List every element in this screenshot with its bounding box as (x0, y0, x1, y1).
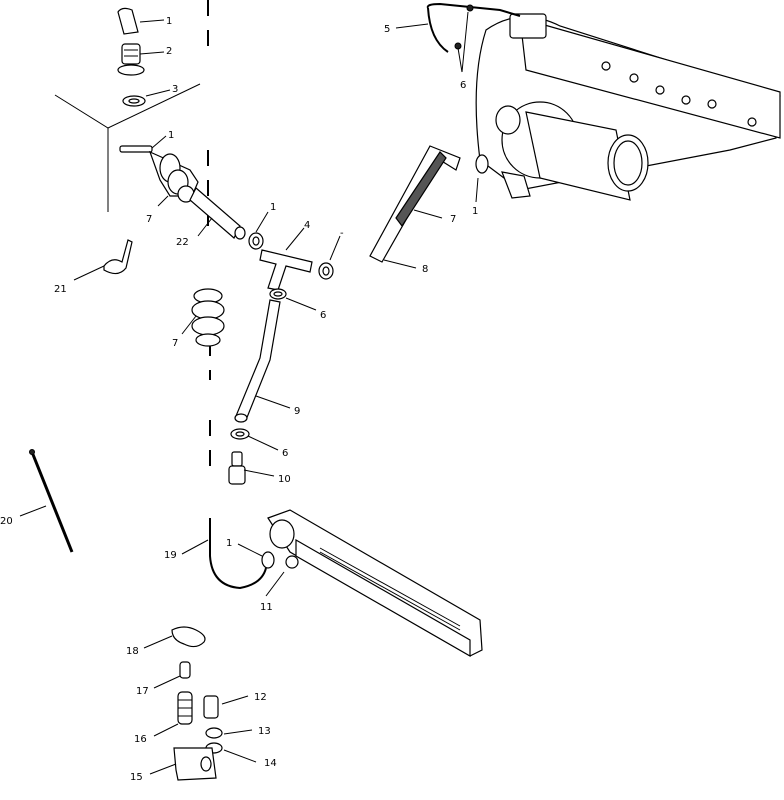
hose-19 (209, 518, 267, 590)
leader-lines (19, 11, 479, 775)
clamp-6a (269, 288, 287, 300)
gasket-18 (171, 626, 206, 648)
callout-6c: 6 (460, 80, 466, 91)
washer-13 (205, 727, 223, 739)
callout-3: 3 (172, 84, 178, 95)
callout-17: 17 (136, 686, 149, 697)
callout-16: 16 (134, 734, 147, 745)
callout-2: 2 (166, 46, 172, 57)
callout-1f: 1 (472, 206, 478, 217)
fitting-right (501, 171, 531, 199)
clamp-1d (318, 262, 334, 280)
centre-line (207, 0, 211, 480)
callout-8: 8 (422, 264, 428, 275)
callout-6a: 6 (320, 310, 326, 321)
hose-8 (369, 145, 461, 263)
callout-14: 14 (264, 758, 277, 769)
clip-21 (103, 239, 133, 275)
callout-22: 22 (176, 237, 189, 248)
boot-7a (119, 145, 199, 203)
plug-12 (203, 695, 219, 719)
fitting-10 (228, 451, 246, 485)
rail-assembly (261, 509, 483, 658)
boot-7b (191, 288, 225, 347)
callout-10: 10 (278, 474, 291, 485)
callout-4: 4 (304, 220, 310, 231)
hose-stub-top (117, 7, 139, 35)
fitting-2 (117, 43, 145, 76)
callout-20: 20 (0, 516, 13, 527)
callout-13: 13 (258, 726, 271, 737)
clamp-6b (230, 428, 250, 440)
rod-20 (29, 449, 74, 553)
callout-labels: 1 2 3 1 7 22 1 4 - 21 6 7 9 6 10 20 19 1… (0, 16, 478, 783)
muffler-assembly (475, 13, 781, 201)
callout-7b: 7 (172, 338, 178, 349)
body-15 (173, 747, 217, 781)
callout-5: 5 (384, 24, 390, 35)
callout-6b: 6 (282, 448, 288, 459)
tee-fitting-4 (259, 249, 313, 291)
hose-22 (189, 187, 246, 240)
callout-1b: 1 (168, 130, 174, 141)
callout-7a: 7 (146, 214, 152, 225)
hose-5 (426, 2, 521, 53)
callout-21: 21 (54, 284, 67, 295)
callout-1d: - (340, 228, 344, 239)
spring-16 (177, 691, 193, 725)
callout-1e: 1 (226, 538, 232, 549)
callout-7c: 7 (450, 214, 456, 225)
mounting-bracket (54, 83, 201, 212)
callout-9: 9 (294, 406, 300, 417)
clamp-1f (475, 154, 489, 174)
washer-3 (122, 95, 146, 107)
clamp-1c (248, 232, 264, 250)
callout-18: 18 (126, 646, 139, 657)
hose-9 (234, 299, 281, 423)
pin-17 (179, 661, 191, 679)
callout-15: 15 (130, 772, 143, 783)
callout-1c: 1 (270, 202, 276, 213)
callout-19: 19 (164, 550, 177, 561)
callout-1a: 1 (166, 16, 172, 27)
callout-12: 12 (254, 692, 267, 703)
callout-11: 11 (260, 602, 273, 613)
